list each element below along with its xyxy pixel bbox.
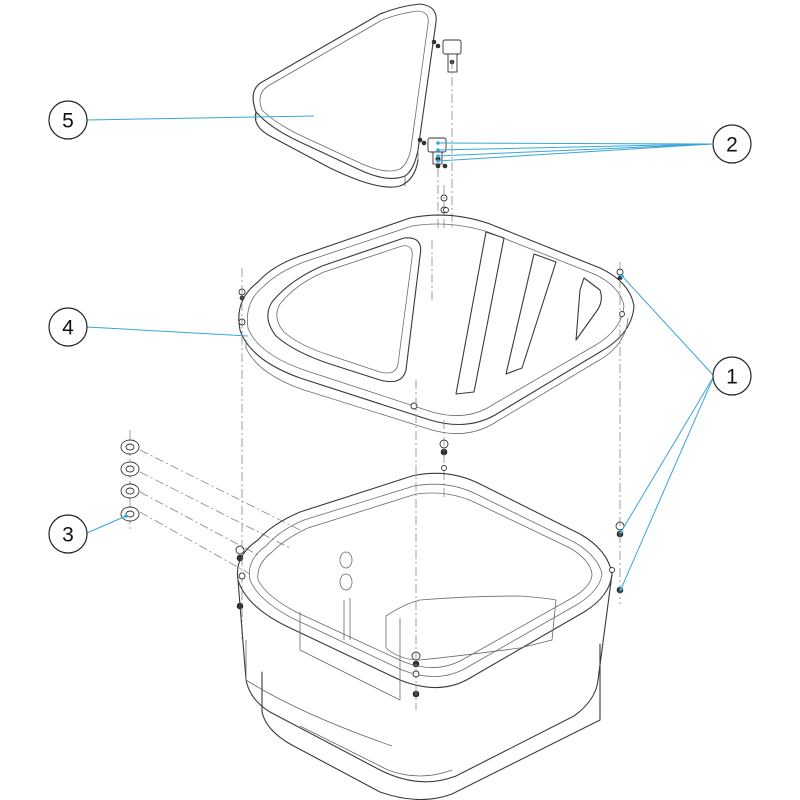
callout-5: 5 (48, 100, 88, 140)
frame-cover (238, 207, 635, 434)
callout-4: 4 (48, 307, 88, 347)
frame-fasteners (235, 268, 625, 698)
callout-3-label: 3 (62, 524, 74, 547)
leader-lines (86, 115, 715, 591)
triangular-lid (252, 3, 437, 188)
callout-1: 1 (712, 356, 752, 396)
callout-4-label: 4 (62, 317, 74, 340)
callout-3: 3 (48, 514, 88, 554)
base-housing (236, 465, 615, 800)
bulkhead-fittings (120, 439, 140, 522)
callout-2: 2 (712, 124, 752, 164)
callout-5-label: 5 (62, 110, 74, 133)
callout-1-label: 1 (726, 366, 738, 389)
callout-2-label: 2 (726, 134, 738, 157)
hinge-hardware (417, 39, 462, 214)
